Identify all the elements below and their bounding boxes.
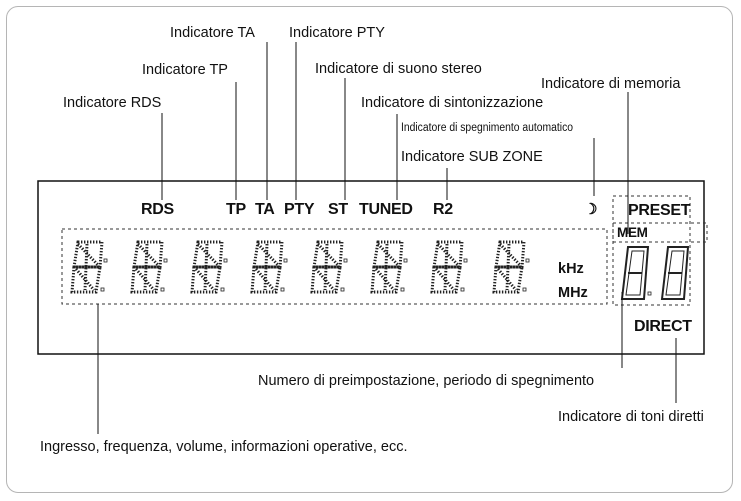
dot-matrix-digits [70, 240, 530, 294]
main-digit-1 [70, 240, 108, 294]
callout-rds: Indicatore RDS [63, 95, 162, 111]
callout-preset-number: Numero di preimpostazione, periodo di sp… [258, 373, 595, 389]
callout-tp: Indicatore TP [142, 62, 228, 78]
main-digit-6 [370, 240, 408, 294]
callout-stereo: Indicatore di suono stereo [315, 61, 482, 77]
mem-frame [612, 222, 708, 243]
outer-frame [6, 6, 733, 493]
display-tuned: TUNED [359, 201, 413, 218]
display-mem: MEM [617, 225, 648, 240]
display-pty: PTY [284, 201, 315, 218]
main-digit-8 [492, 240, 530, 294]
preset-frame [612, 195, 691, 306]
display-tp: TP [226, 201, 246, 218]
preset-digits [620, 246, 690, 300]
preset-decimal-point [647, 291, 652, 296]
main-digit-7 [430, 240, 468, 294]
preset-digit-2 [660, 246, 690, 300]
display-r2: R2 [433, 201, 453, 218]
callout-tuning: Indicatore di sintonizzazione [361, 95, 544, 111]
display-ta: TA [255, 201, 275, 218]
callout-main-area: Ingresso, frequenza, volume, informazion… [40, 439, 408, 455]
callout-sleep: Indicatore di spegnimento automatico [401, 122, 574, 134]
main-digit-5 [310, 240, 348, 294]
main-digit-3 [190, 240, 228, 294]
display-preset: PRESET [628, 202, 691, 219]
callout-subzone: Indicatore SUB ZONE [401, 149, 543, 165]
callout-pty: Indicatore PTY [289, 25, 385, 41]
display-rds: RDS [141, 201, 174, 218]
display-mhz: MHz [558, 285, 588, 301]
preset-digit-1 [620, 246, 650, 300]
display-khz: kHz [558, 261, 584, 277]
main-digit-2 [130, 240, 168, 294]
display-panel [37, 180, 705, 355]
display-direct: DIRECT [634, 318, 692, 335]
sleep-icon: ☽ [584, 201, 598, 218]
callout-memory: Indicatore di memoria [541, 76, 681, 92]
display-st: ST [328, 201, 348, 218]
callout-ta: Indicatore TA [170, 25, 255, 41]
callout-direct: Indicatore di toni diretti [558, 409, 704, 425]
main-digit-4 [250, 240, 288, 294]
main-digits-frame [61, 228, 608, 305]
